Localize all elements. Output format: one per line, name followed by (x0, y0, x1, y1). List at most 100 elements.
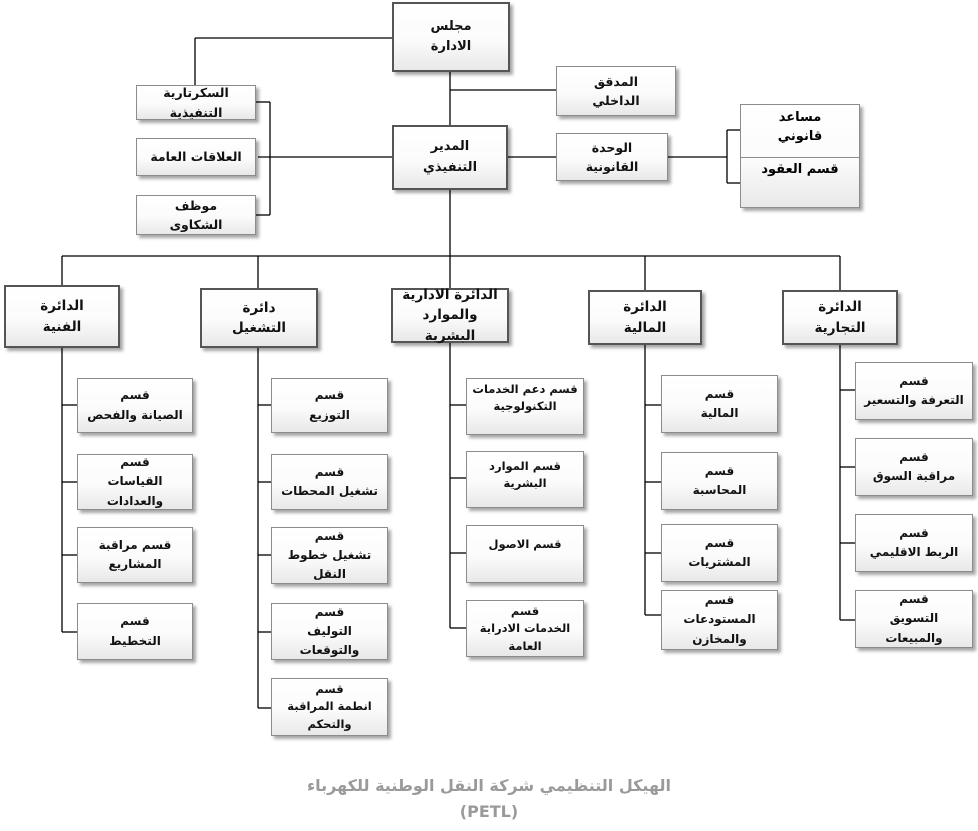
section-financial-line-1: قسم (704, 386, 735, 401)
section-warehouses-line-3: والمخازن (692, 631, 747, 646)
section-control-systems-line-3: والتحكم (307, 716, 352, 731)
board-box: مجلس الادارة (392, 2, 510, 72)
section-transmission-operation-line-2: تشغيل خطوط النقل (287, 547, 372, 582)
section-accounting: قسم المحاسبة (661, 452, 778, 510)
section-it-support-line-1: قسم دعم الخدمات (472, 382, 578, 396)
section-metering-line-2: القياسات والعدادات (106, 474, 164, 508)
dept-technical-line-1: الدائرة (40, 298, 84, 315)
complaints-officer-box: موظف الشكاوى (136, 195, 256, 235)
contracts-section-label: قسم العقود (741, 161, 859, 180)
section-general-admin-services-line-1: قسم (510, 604, 540, 618)
section-metering-line-1: قسم (120, 455, 150, 470)
dept-finance: الدائرة المالية (588, 290, 702, 345)
section-accounting-line-2: المحاسبة (692, 483, 747, 497)
section-planning-line-1: قسم (120, 614, 150, 629)
section-financial: قسم المالية (661, 375, 778, 433)
section-tariff-pricing: قسم التعرفة والتسعير (855, 362, 973, 420)
section-project-monitoring: قسم مراقبة المشاريع (77, 527, 193, 583)
section-procurement-line-1: قسم (704, 535, 735, 550)
public-relations-label: العلاقات العامة (150, 149, 242, 165)
section-distribution-line-1: قسم (314, 388, 345, 403)
board-line-1: مجلس (430, 18, 472, 34)
section-station-operation-line-1: قسم (314, 464, 345, 479)
legal-unit-line-1: الوحدة (591, 139, 633, 155)
section-tariff-pricing-line-1: قسم (899, 373, 929, 388)
section-it-support: قسم دعم الخدمات التكنولوجية (466, 378, 584, 435)
ceo-line-1: المدير (430, 139, 470, 155)
legal-assistant-line-1: مساعد (778, 110, 822, 125)
section-control-systems: قسم انطمة المراقبة والتحكم (271, 678, 388, 736)
dept-commercial-line-1: الدائرة (818, 299, 862, 316)
section-project-monitoring-line-1: قسم مراقبة (98, 537, 172, 552)
chart-caption-line-1: الهيكل التنظيمي شركة النقل الوطنية للكهر… (306, 776, 672, 795)
section-general-admin-services-line-2: الخدمات الادراية (479, 621, 571, 636)
section-regional-interconnection-line-1: قسم (899, 525, 929, 540)
section-planning: قسم التخطيط (77, 603, 193, 660)
section-warehouses-line-1: قسم (704, 593, 735, 608)
legal-assistant-line-2: قانوني (777, 128, 823, 144)
section-marketing-sales: قسم التسويق والمبيعات (855, 590, 973, 648)
exec-secretariat-label: السكرتارية التنفيذية (163, 85, 229, 120)
section-transmission-operation: قسم تشغيل خطوط النقل (271, 527, 388, 584)
dept-operations: دائرة التشغيل (200, 288, 318, 348)
dept-commercial: الدائرة التجارية (782, 290, 898, 345)
dept-operations-line-1: دائرة (242, 299, 276, 316)
section-warehouses: قسم المستودعات والمخازن (661, 590, 778, 650)
section-market-monitoring-line-2: مراقبة السوق (872, 469, 956, 483)
section-maintenance-line-2: الصيانة والفحص (87, 407, 183, 422)
section-dispatch-forecast: قسم التوليف والتوقعات (271, 603, 388, 660)
legal-divider (741, 157, 859, 158)
section-transmission-operation-line-1: قسم (314, 528, 345, 543)
section-dispatch-forecast-line-2: التوليف والتوقعات (299, 623, 360, 658)
legal-assistant-contracts-box: مساعد قانوني قسم العقود (740, 104, 860, 208)
legal-assistant-label: مساعد قانوني (741, 109, 859, 147)
legal-unit-line-2: القانونية (585, 159, 639, 174)
internal-auditor-line-1: المدقق (593, 73, 639, 89)
public-relations-box: العلاقات العامة (136, 138, 256, 176)
section-control-systems-line-1: قسم (315, 682, 344, 697)
section-planning-line-2: التخطيط (109, 633, 161, 648)
exec-secretariat-box: السكرتارية التنفيذية (136, 85, 256, 120)
section-warehouses-line-2: المستودعات (683, 612, 756, 627)
dept-technical-line-2: الفنية (42, 318, 82, 335)
dept-finance-line-1: الدائرة (623, 299, 667, 316)
dept-commercial-line-2: التجارية (814, 319, 866, 336)
section-maintenance: قسم الصيانة والفحص (77, 378, 193, 433)
complaints-officer-line-1: موظف (174, 197, 218, 213)
section-tariff-pricing-line-2: التعرفة والتسعير (864, 393, 964, 407)
dept-technical: الدائرة الفنية (4, 285, 120, 348)
chart-caption-line-2: (PETL) (459, 802, 519, 821)
section-regional-interconnection: قسم الربط الاقليمي (855, 514, 973, 572)
dept-admin-hr-line-2: والموارد البشرية (422, 307, 478, 344)
complaints-officer-line-2: الشكاوى (169, 217, 223, 232)
section-marketing-sales-line-2: التسويق والمبيعات (885, 611, 943, 645)
section-assets-label: قسم الاصول (488, 537, 562, 551)
section-station-operation: قسم تشغيل المحطات (271, 454, 388, 510)
section-marketing-sales-line-1: قسم (899, 592, 929, 607)
section-station-operation-line-2: تشغيل المحطات (281, 484, 378, 498)
contracts-section-text: قسم العقود (761, 162, 839, 177)
section-assets: قسم الاصول (466, 525, 584, 583)
legal-unit-box: الوحدة القانونية (556, 133, 668, 181)
section-dispatch-forecast-line-1: قسم (314, 604, 345, 619)
section-human-resources: قسم الموارد البشرية (466, 451, 584, 508)
section-project-monitoring-line-2: المشاريع (108, 557, 162, 571)
section-control-systems-line-2: انطمة المراقبة (287, 699, 372, 714)
dept-operations-line-2: التشغيل (231, 320, 287, 336)
section-it-support-line-2: التكنولوجية (493, 399, 557, 414)
section-regional-interconnection-line-2: الربط الاقليمي (869, 545, 959, 559)
dept-admin-hr-line-1: الدائرة الادارية (402, 287, 498, 304)
section-accounting-line-1: قسم (704, 463, 735, 478)
ceo-box: المدير التنفيذي (392, 125, 508, 190)
section-metering: قسم القياسات والعدادات (77, 454, 193, 510)
section-maintenance-line-1: قسم (120, 388, 150, 403)
section-financial-line-2: المالية (700, 406, 739, 420)
ceo-line-2: التنفيذي (422, 159, 478, 175)
dept-finance-line-2: المالية (623, 319, 667, 336)
board-line-2: الادارة (430, 39, 472, 54)
